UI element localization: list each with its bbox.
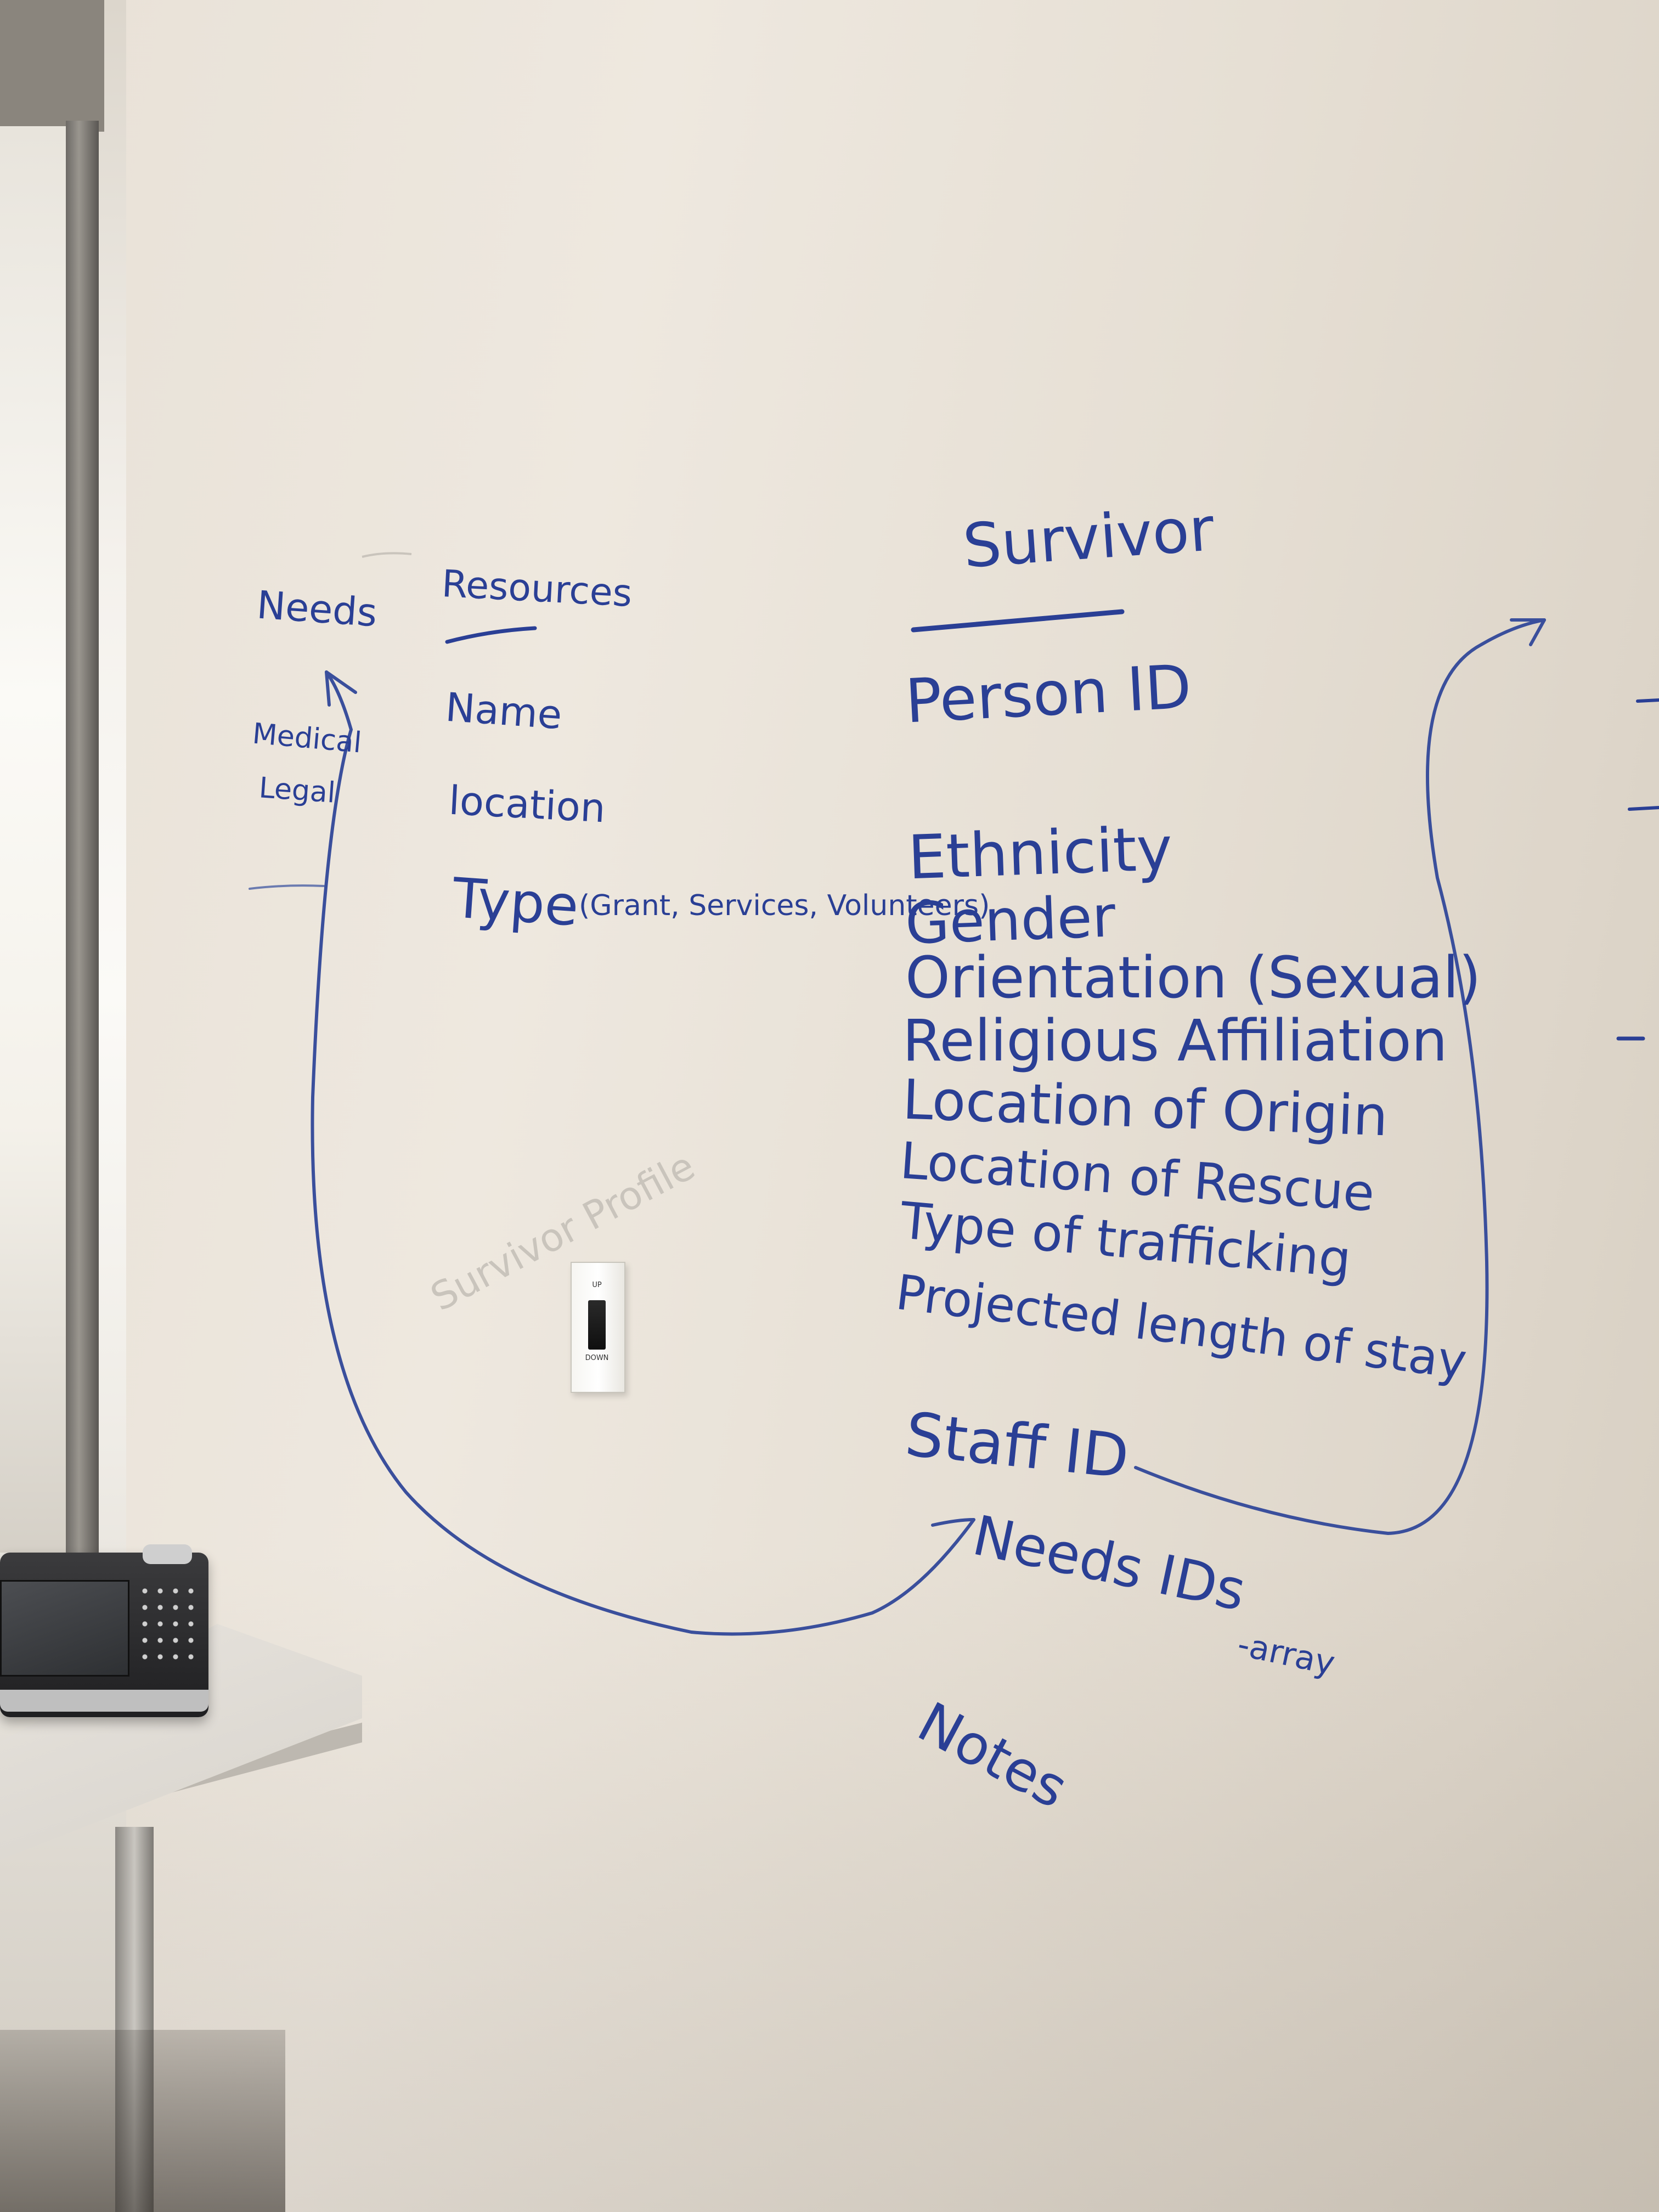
switch-up-label: UP [592,1281,602,1289]
resources-field-name: Name [444,684,564,738]
survivor-field-location-of-origin: Location of Origin [901,1067,1389,1149]
window-frame [66,121,99,1602]
light-switch-rocker[interactable] [588,1300,606,1350]
survivor-heading: Survivor [961,494,1216,582]
phone-keypad [137,1583,198,1665]
resources-heading: Resources [441,562,634,616]
wall-shading [93,0,1659,2212]
needs-item-legal: Legal [258,771,337,810]
needs-heading: Needs [255,582,379,636]
survivor-field-ethnicity: Ethnicity [906,813,1173,893]
resources-field-location: location [447,777,607,832]
survivor-field-person-id: Person ID [904,651,1193,737]
phone-screen [0,1580,129,1677]
switch-down-label: DOWN [585,1354,609,1362]
window-blind [0,126,74,1553]
survivor-field-gender: Gender [904,883,1117,957]
floor [0,2030,285,2212]
survivor-field-religious-affiliation: Religious Affiliation [902,1007,1448,1074]
resources-field-type: Type [450,866,581,939]
survivor-field-orientation: Orientation (Sexual) [905,944,1481,1011]
window-header [0,0,104,132]
phone-handle [143,1544,192,1564]
phone-base [0,1690,208,1712]
resources-type-note: (Grant, Services, Volunteers) [579,889,990,922]
